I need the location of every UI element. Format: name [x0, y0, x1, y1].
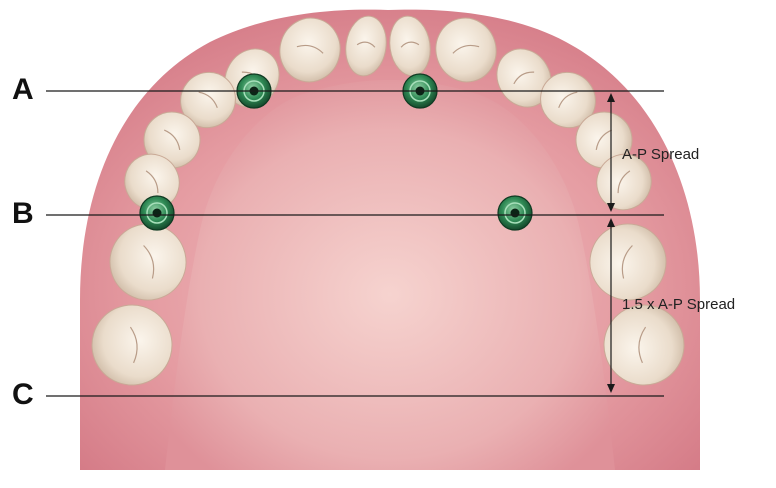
label-c: C [12, 380, 34, 410]
ap-spread-label: A-P Spread [622, 147, 699, 162]
implant-4 [498, 196, 532, 230]
implant-3 [140, 196, 174, 230]
label-a: A [12, 75, 34, 105]
cantilever-label: 1.5 x A-P Spread [622, 297, 735, 312]
label-b: B [12, 199, 34, 229]
